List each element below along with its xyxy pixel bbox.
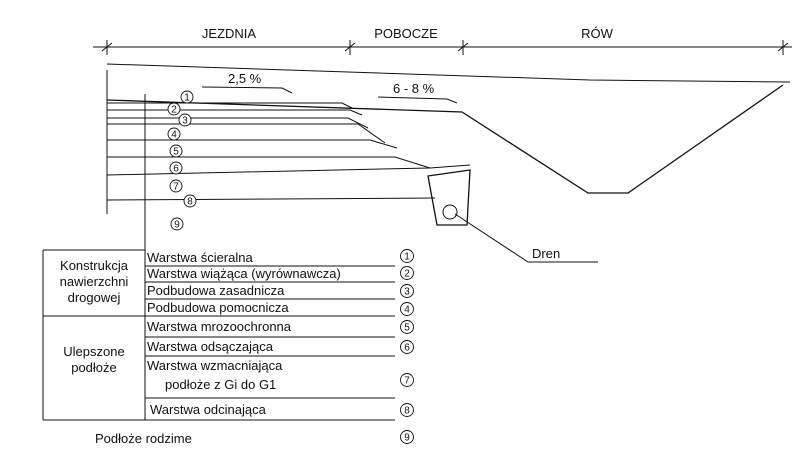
slope-road-label: 2,5 % bbox=[228, 71, 262, 86]
drain-trench bbox=[427, 169, 471, 226]
group-improved-line-1: Ulepszone bbox=[63, 344, 124, 359]
svg-text:7: 7 bbox=[404, 376, 410, 387]
legend-table bbox=[42, 249, 395, 421]
svg-text:8: 8 bbox=[404, 406, 410, 417]
drain-leader bbox=[454, 213, 598, 263]
svg-text:1: 1 bbox=[404, 252, 410, 263]
svg-text:2: 2 bbox=[171, 105, 177, 116]
layer-7-label-line-2: podłoże z Gi do G1 bbox=[165, 377, 276, 392]
surface-and-ditch bbox=[106, 84, 784, 194]
section-number-markers: 1 2 3 4 5 6 7 8 9 bbox=[167, 90, 197, 231]
group-pavement-line-2: nawierzchni bbox=[60, 274, 129, 289]
layer-1-label: Warstwa ścieralna bbox=[147, 250, 253, 265]
svg-text:4: 4 bbox=[171, 130, 177, 141]
svg-text:1: 1 bbox=[184, 93, 190, 104]
svg-text:6: 6 bbox=[173, 164, 179, 175]
layer-6-label: Warstwa odsączająca bbox=[147, 339, 274, 354]
group-improved-line-2: podłoże bbox=[71, 360, 117, 375]
svg-text:9: 9 bbox=[404, 433, 410, 444]
terrain-line bbox=[106, 63, 791, 83]
layer-8-line bbox=[106, 197, 436, 201]
pavement-layers bbox=[106, 102, 471, 176]
layer-3-label: Podbudowa zasadnicza bbox=[147, 283, 285, 298]
group-pavement-line-3: drogowej bbox=[68, 290, 121, 305]
group-pavement-line-1: Konstrukcja bbox=[60, 258, 129, 273]
drain-label: Dren bbox=[532, 246, 560, 261]
slope-shoulder-label: 6 - 8 % bbox=[393, 81, 435, 96]
layer-8-label: Warstwa odcinająca bbox=[150, 402, 267, 417]
svg-text:9: 9 bbox=[174, 220, 180, 231]
legend-number-markers: 1 2 3 4 5 6 7 8 9 bbox=[400, 249, 414, 444]
slope-shoulder-arrow bbox=[377, 96, 458, 104]
layer-7-label-line-1: Warstwa wzmacniająca bbox=[147, 358, 283, 373]
svg-text:5: 5 bbox=[173, 147, 179, 158]
layer-4-label: Podbudowa pomocnicza bbox=[147, 300, 289, 315]
svg-text:6: 6 bbox=[404, 343, 410, 354]
layer-5-label: Warstwa mrozoochronna bbox=[147, 319, 292, 334]
svg-text:2: 2 bbox=[404, 269, 410, 280]
svg-text:7: 7 bbox=[173, 182, 179, 193]
svg-text:4: 4 bbox=[404, 305, 410, 316]
layer-2-label: Warstwa wiążąca (wyrównawcza) bbox=[147, 266, 341, 281]
layer-9-label: Podłoże rodzime bbox=[95, 431, 192, 446]
svg-text:3: 3 bbox=[404, 287, 410, 298]
svg-text:8: 8 bbox=[187, 197, 193, 208]
header-jezdnia: JEZDNIA bbox=[202, 26, 257, 41]
dimension-line bbox=[93, 40, 792, 55]
svg-text:3: 3 bbox=[182, 116, 188, 127]
drain-pipe-icon bbox=[442, 204, 458, 220]
slope-road-arrow bbox=[201, 86, 293, 94]
header-pobocze: POBOCZE bbox=[374, 26, 438, 41]
svg-text:5: 5 bbox=[404, 323, 410, 334]
header-row: RÓW bbox=[581, 26, 614, 41]
